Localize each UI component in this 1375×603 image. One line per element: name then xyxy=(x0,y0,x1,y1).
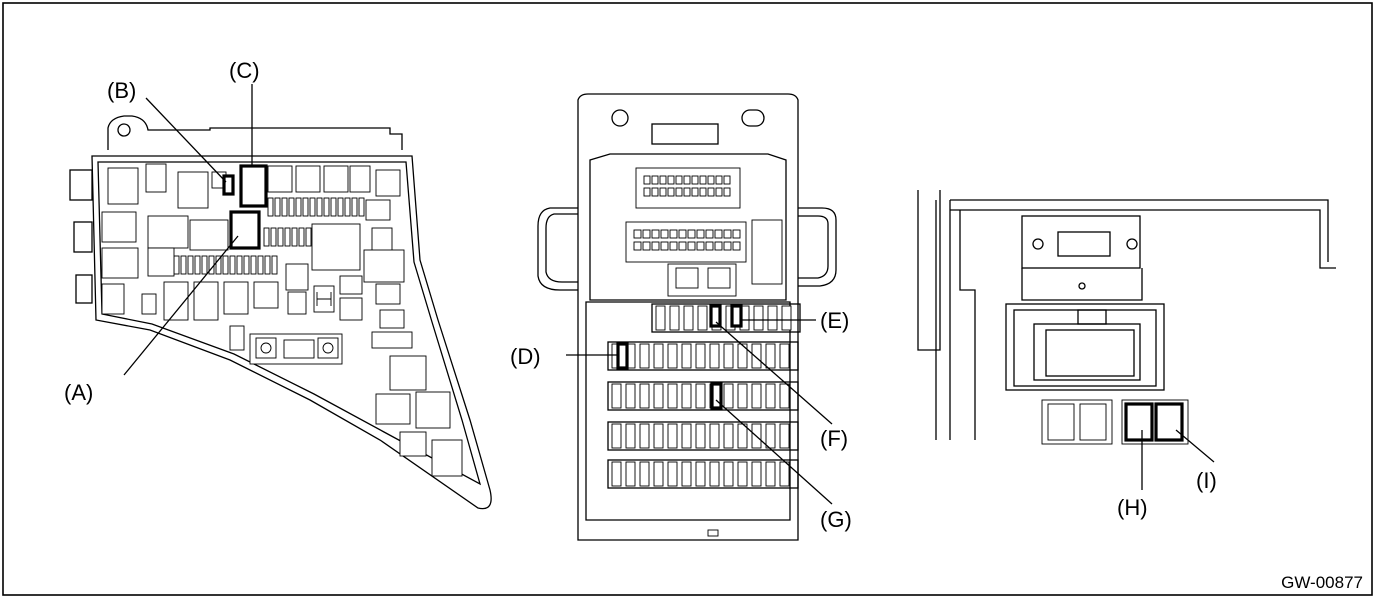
callout-a: (A) xyxy=(64,380,93,405)
main-fuse-box xyxy=(69,115,492,510)
callout-c: (C) xyxy=(229,58,260,83)
fuse-e xyxy=(730,304,743,328)
fuse-d xyxy=(616,342,629,370)
fuse-g xyxy=(710,382,723,410)
callout-e: (E) xyxy=(820,308,849,333)
fuse-i xyxy=(1154,402,1184,442)
interior-fuse-panel xyxy=(537,93,837,541)
figure-code: GW-00877 xyxy=(1281,573,1363,592)
fuse-c xyxy=(239,164,268,208)
callout-i: (I) xyxy=(1196,468,1217,493)
callout-b: (B) xyxy=(107,78,136,103)
callout-d: (D) xyxy=(510,344,541,369)
callout-f: (F) xyxy=(820,426,848,451)
fuse-a xyxy=(229,210,261,250)
callout-g: (G) xyxy=(820,507,852,532)
side-bracket xyxy=(917,190,1336,445)
callout-h: (H) xyxy=(1117,495,1148,520)
fuse-b xyxy=(222,174,235,196)
fuse-h xyxy=(1124,402,1154,442)
fuse-f xyxy=(709,304,722,328)
leader-lines xyxy=(123,84,1215,505)
